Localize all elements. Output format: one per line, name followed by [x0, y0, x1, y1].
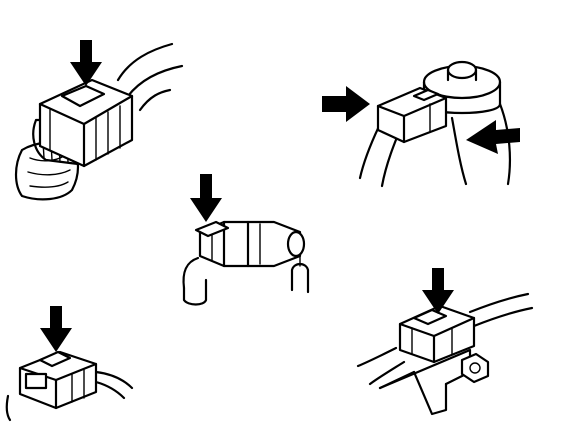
- down-arrow-icon: [422, 268, 454, 314]
- side-arrows-icon: [466, 120, 520, 154]
- connector-a: [14, 40, 184, 201]
- connector-c: [182, 174, 310, 306]
- connector-e: [356, 268, 534, 416]
- side-arrows-icon: [322, 86, 370, 122]
- connector-b: [322, 60, 520, 188]
- connector-d: [5, 306, 134, 422]
- down-arrow-icon: [70, 40, 102, 86]
- down-arrow-icon: [40, 306, 72, 352]
- down-arrow-icon: [190, 174, 222, 222]
